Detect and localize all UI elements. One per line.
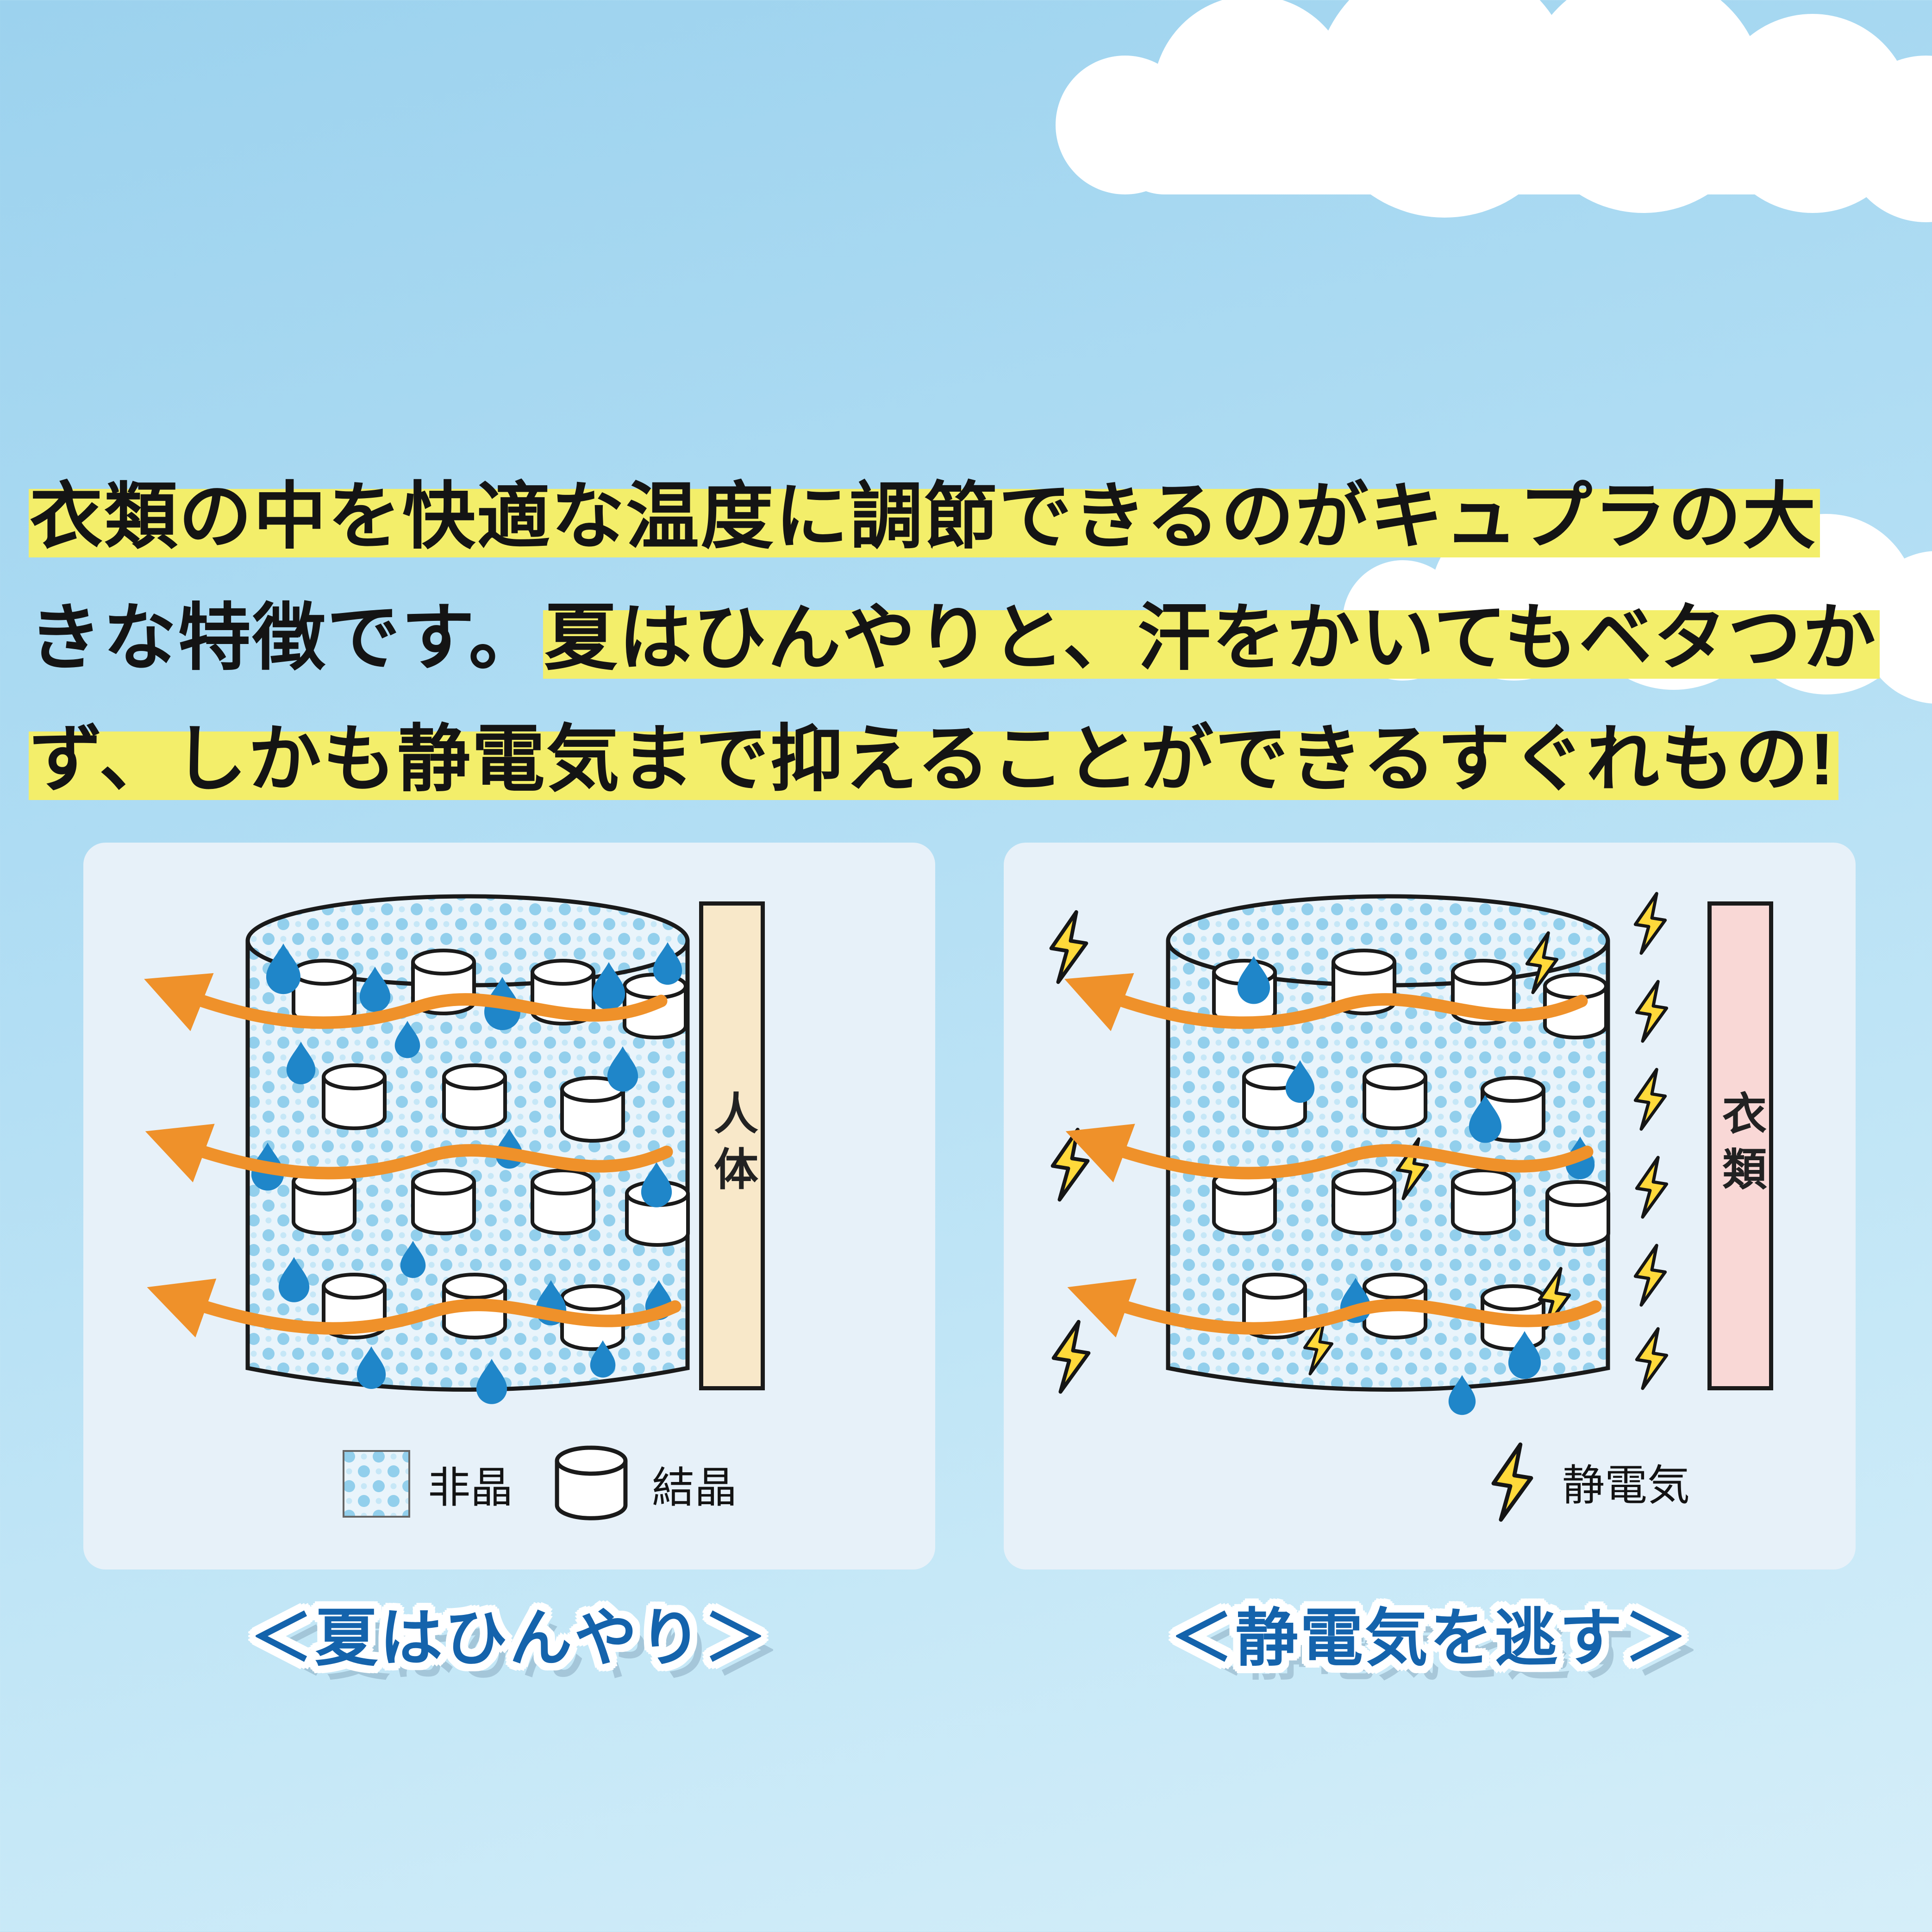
clothing-bar: 衣類 [1707, 901, 1773, 1390]
amorphous-dots-swatch-icon [342, 1450, 410, 1518]
caption-static: ＜静電気を逃す＞ [1170, 1603, 1689, 1673]
headline-line1-highlight: 衣類の中を快適な温度に調節できるのがキュプラの大 [29, 476, 1820, 557]
lightning-bolt-icon [1491, 1442, 1533, 1522]
headline-line3-highlight: ず、しかも静電気まで抑えることができるすぐれもの! [29, 719, 1838, 800]
clothing-label: 衣類 [1715, 1090, 1765, 1201]
static-diagram [1004, 843, 1856, 1415]
legend-label-crystal: 結晶 [652, 1464, 738, 1512]
headline-line2-plain: きな特徴です。 [29, 597, 544, 679]
crystal-cylinder-icon [555, 1445, 628, 1520]
panel-static-release: 衣類 静電気 [1004, 843, 1856, 1569]
caption-summer: ＜夏はひんやり＞ [250, 1603, 769, 1673]
cloud-top [1056, 0, 1932, 222]
human-body-label: 人体 [707, 1090, 757, 1201]
headline-line-2: きな特徴です。夏はひんやりと、汗をかいてもベタつか [29, 577, 1880, 699]
legend-label-static: 静電気 [1562, 1462, 1690, 1509]
airflow-arrows [144, 973, 682, 1338]
headline-line-3: ず、しかも静電気まで抑えることができるすぐれもの! [29, 699, 1880, 820]
airflow-arrows [1064, 973, 1602, 1338]
panel-summer-cooling: 人体 非晶 [83, 843, 935, 1569]
legend-label-amorphous: 非晶 [427, 1464, 513, 1512]
legend-item-crystal: 結晶 [547, 1440, 737, 1528]
legend-item-amorphous: 非晶 [342, 1449, 513, 1519]
legend-item-static: 静電気 [1481, 1440, 1690, 1523]
human-body-bar: 人体 [699, 901, 765, 1390]
static-legend: 静電気 [1004, 1440, 1856, 1523]
summer-legend: 非晶 結晶 [83, 1440, 935, 1528]
headline-line2-highlight: 夏はひんやりと、汗をかいてもベタつか [543, 597, 1880, 679]
headline-line-1: 衣類の中を快適な温度に調節できるのがキュプラの大 [29, 456, 1880, 577]
headline: 衣類の中を快適な温度に調節できるのがキュプラの大 きな特徴です。夏はひんやりと、… [29, 456, 1880, 820]
summer-diagram [144, 894, 935, 1404]
